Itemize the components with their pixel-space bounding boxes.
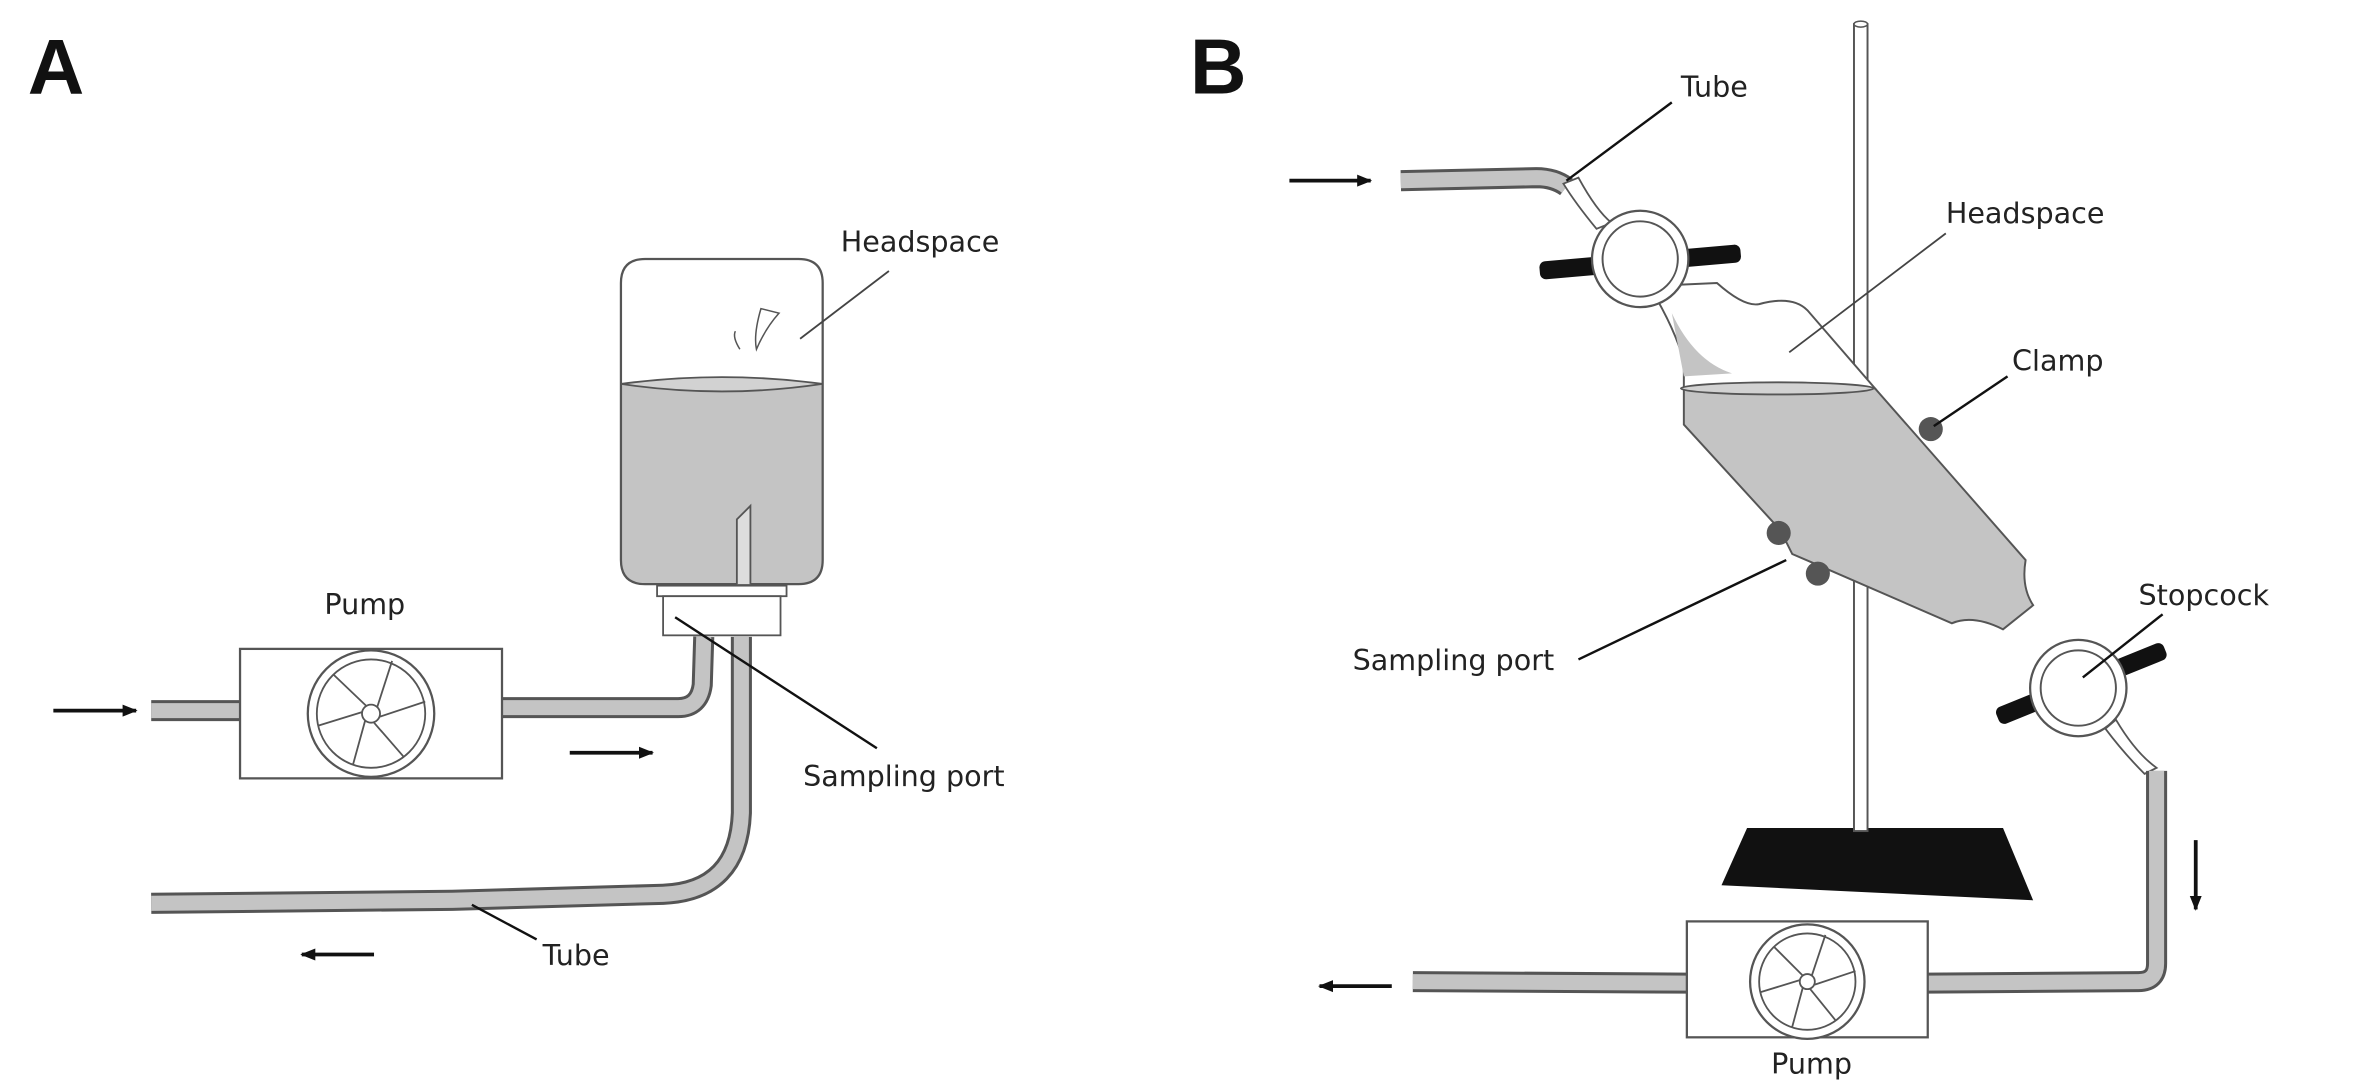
clamp-knob xyxy=(1805,561,1830,586)
column-b xyxy=(1647,282,2035,631)
pump-a xyxy=(238,647,504,780)
bottle-a xyxy=(619,257,824,637)
pump-label-a: Pump xyxy=(324,587,405,621)
pump-rotor-icon xyxy=(306,649,436,778)
panel-b: B xyxy=(1190,20,2270,1080)
sampling-port-label-a: Sampling port xyxy=(803,759,1005,793)
clamp-label-b: Clamp xyxy=(2012,343,2103,377)
panel-a: A Pu xyxy=(28,22,1005,972)
inlet-tube-b xyxy=(1400,167,1573,196)
clamp-knob xyxy=(1766,520,1791,546)
outlet-tube-b xyxy=(1412,770,2168,994)
bottom-stopcock xyxy=(1995,638,2167,775)
stopcock-label-b: Stopcock xyxy=(2139,578,2270,612)
pump-label-b: Pump xyxy=(1771,1046,1852,1080)
panel-label-b: B xyxy=(1190,22,1247,110)
headspace-label-a: Headspace xyxy=(841,224,1000,258)
pump-b xyxy=(1685,920,1929,1040)
tube-label-a: Tube xyxy=(542,938,610,972)
top-stopcock xyxy=(1539,176,1741,309)
tube-label-b: Tube xyxy=(1680,69,1748,103)
sampling-port-label-b: Sampling port xyxy=(1353,643,1555,677)
pump-to-bottle-tube-a xyxy=(502,636,715,719)
panel-label-a: A xyxy=(28,22,85,110)
pump-rotor-icon xyxy=(1748,923,1866,1040)
return-tube-a xyxy=(151,636,752,914)
headspace-label-b: Headspace xyxy=(1946,196,2105,230)
clamp-knob xyxy=(1918,417,1943,442)
